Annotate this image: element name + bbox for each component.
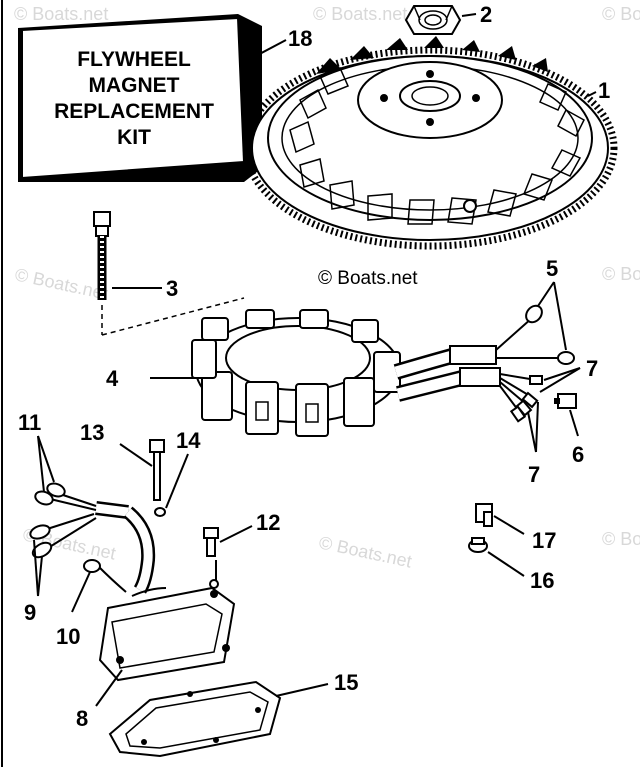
rectifier-regulator (83, 559, 236, 682)
watermark: © Boats.net (317, 532, 413, 571)
callout-17: 17 (532, 528, 556, 553)
connector-terminal (554, 393, 577, 409)
kit-box-line: MAGNET (89, 74, 180, 97)
kit-box: FLYWHEEL MAGNET REPLACEMENT KIT (18, 14, 262, 182)
kit-box-line: REPLACEMENT (54, 100, 214, 123)
callout-18: 18 (288, 26, 312, 51)
callout-9: 9 (24, 600, 36, 625)
callout-11: 11 (18, 410, 41, 435)
clip-screw (468, 537, 488, 553)
gasket (108, 680, 282, 758)
callout-4: 4 (106, 366, 119, 391)
callout-13: 13 (80, 420, 104, 445)
stator-screw (93, 211, 245, 336)
watermark: © Boats.net (13, 264, 109, 303)
callout-6: 6 (572, 442, 584, 467)
callout-10: 10 (56, 624, 80, 649)
rectifier-bolt (149, 439, 166, 517)
callout-7: 7 (528, 462, 540, 487)
flywheel (242, 36, 618, 250)
callout-2: 2 (480, 2, 492, 27)
wire-clip (475, 503, 493, 527)
callout-16: 16 (530, 568, 554, 593)
callouts: 2 1 18 3 4 5 7 7 6 11 13 14 12 17 16 9 1… (18, 2, 610, 731)
kit-box-line: KIT (117, 126, 151, 149)
flywheel-nut (404, 5, 462, 35)
callout-8: 8 (76, 706, 88, 731)
callout-12: 12 (256, 510, 280, 535)
callout-14: 14 (176, 428, 201, 453)
callout-7: 7 (586, 356, 598, 381)
leader-lines (33, 13, 597, 707)
watermark: © Boats.net (602, 264, 640, 284)
watermark: © Boats.net (602, 529, 640, 549)
callout-15: 15 (334, 670, 358, 695)
kit-box-line: FLYWHEEL (77, 48, 191, 71)
callout-3: 3 (166, 276, 178, 301)
watermark: © Boats.net (602, 4, 640, 24)
ground-screw (203, 527, 219, 557)
callout-1: 1 (598, 78, 610, 103)
copyright-label: © Boats.net (318, 268, 418, 289)
rectifier-harness (29, 482, 156, 594)
watermark: © Boats.net (14, 4, 108, 24)
stator (191, 304, 575, 437)
callout-5: 5 (546, 256, 558, 281)
watermark: © Boats.net (313, 4, 407, 24)
